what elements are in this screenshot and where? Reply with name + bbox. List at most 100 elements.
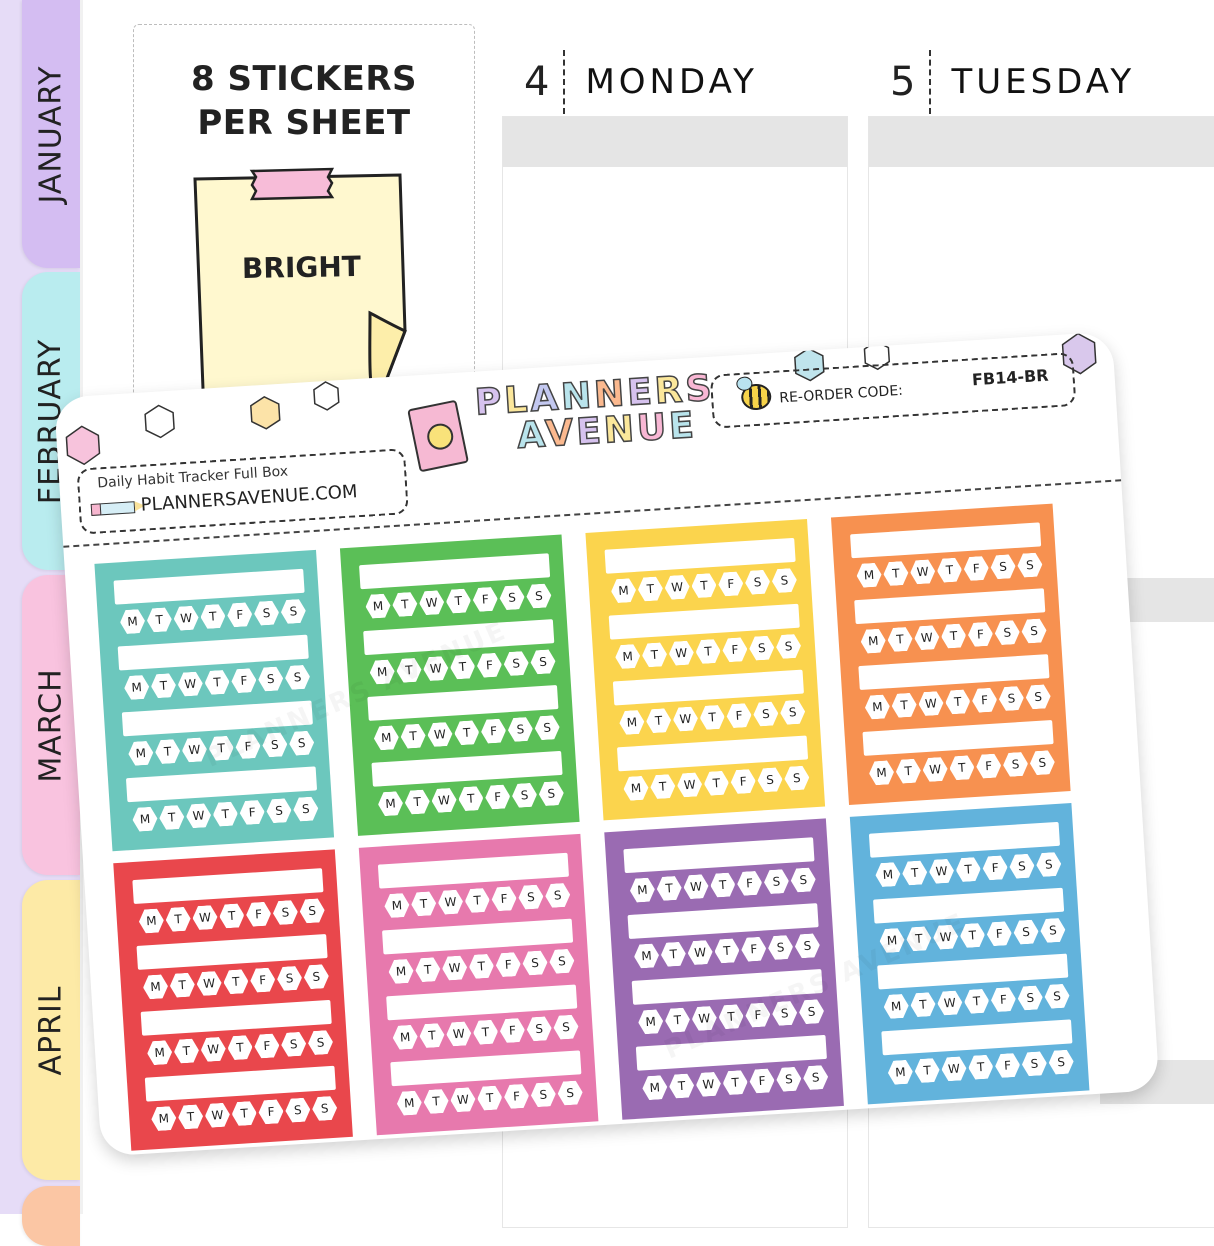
weekday-hex[interactable]: T [695,639,721,665]
habit-name-field[interactable] [873,887,1065,924]
weekday-hex[interactable]: S [293,796,319,822]
habit-name-field[interactable] [623,837,815,874]
weekday-hex[interactable]: T [204,670,230,696]
weekday-hex[interactable]: T [146,607,172,633]
weekday-hex[interactable]: S [299,898,325,924]
weekday-hex[interactable]: S [1017,985,1043,1011]
weekday-hex[interactable]: T [173,1038,199,1064]
weekday-hex[interactable]: T [660,942,686,968]
weekday-hex[interactable]: S [803,1065,829,1091]
weekday-hex[interactable]: W [177,671,203,697]
habit-name-field[interactable] [367,685,559,721]
weekday-hex[interactable]: S [280,599,306,625]
weekday-hex[interactable]: T [404,789,430,815]
weekday-hex[interactable]: S [990,554,1016,580]
weekday-hex[interactable]: T [945,689,971,715]
weekday-hex[interactable]: T [177,1104,203,1130]
habit-name-field[interactable] [850,522,1042,559]
weekday-hex[interactable]: F [485,784,511,810]
weekday-hex[interactable]: F [745,1002,771,1028]
weekday-hex[interactable]: T [656,876,682,902]
weekday-hex[interactable]: F [736,871,762,897]
weekday-hex[interactable]: M [615,644,641,670]
habit-name-field[interactable] [140,999,332,1036]
weekday-hex[interactable]: W [691,1006,717,1032]
weekday-hex[interactable]: S [744,569,770,595]
weekday-hex[interactable]: W [437,889,463,915]
weekday-hex[interactable]: T [883,561,909,587]
weekday-hex[interactable]: F [726,703,752,729]
weekday-hex[interactable]: S [503,651,529,677]
weekday-hex[interactable]: M [119,609,145,635]
habit-name-field[interactable] [386,984,578,1021]
weekday-hex[interactable]: W [431,788,457,814]
weekday-hex[interactable]: S [757,767,783,793]
weekday-hex[interactable]: M [142,974,168,1000]
weekday-hex[interactable]: F [994,1053,1020,1079]
weekday-hex[interactable]: S [530,1082,556,1108]
tab-april[interactable]: APRIL [22,880,80,1180]
weekday-hex[interactable]: W [185,803,211,829]
weekday-hex[interactable]: T [415,957,441,983]
weekday-hex[interactable]: M [396,1090,422,1116]
habit-name-field[interactable] [359,553,551,590]
weekday-hex[interactable]: F [730,769,756,795]
weekday-hex[interactable]: S [775,634,801,660]
weekday-hex[interactable]: T [231,1101,257,1127]
weekday-hex[interactable]: T [646,708,672,734]
habit-name-field[interactable] [881,1019,1073,1056]
weekday-hex[interactable]: F [963,556,989,582]
weekday-hex[interactable]: T [887,627,913,653]
weekday-hex[interactable]: T [664,1007,690,1033]
weekday-hex[interactable]: S [553,1014,579,1040]
weekday-hex[interactable]: T [212,801,238,827]
weekday-hex[interactable]: S [311,1096,337,1122]
weekday-hex[interactable]: S [784,765,810,791]
weekday-hex[interactable]: T [963,989,989,1015]
weekday-hex[interactable]: W [910,559,936,585]
weekday-hex[interactable]: F [254,1033,280,1059]
weekday-hex[interactable]: S [1036,852,1062,878]
weekday-hex[interactable]: W [192,905,218,931]
weekday-hex[interactable]: S [549,949,575,975]
habit-name-field[interactable] [868,821,1061,858]
weekday-hex[interactable]: F [741,936,767,962]
weekday-hex[interactable]: F [227,602,253,628]
weekday-hex[interactable]: M [369,659,395,685]
weekday-hex[interactable]: M [392,1025,418,1051]
weekday-hex[interactable]: T [227,1035,253,1061]
weekday-hex[interactable]: T [472,1019,498,1045]
weekday-hex[interactable]: W [683,874,709,900]
habit-name-field[interactable] [604,537,796,574]
weekday-hex[interactable]: S [526,583,552,609]
weekday-hex[interactable]: T [223,969,249,995]
weekday-hex[interactable]: S [507,717,533,743]
weekday-hex[interactable]: T [668,1073,694,1099]
weekday-hex[interactable]: M [388,959,414,985]
weekday-hex[interactable]: S [307,1030,333,1056]
weekday-hex[interactable]: T [392,592,418,618]
weekday-hex[interactable]: T [895,758,921,784]
weekday-hex[interactable]: M [373,725,399,751]
weekday-hex[interactable]: T [718,1004,744,1030]
weekday-hex[interactable]: S [749,635,775,661]
weekday-hex[interactable]: M [151,1106,177,1132]
weekday-hex[interactable]: S [771,568,797,594]
weekday-hex[interactable]: T [400,723,426,749]
weekday-hex[interactable]: S [272,900,298,926]
weekday-hex[interactable]: W [423,656,449,682]
weekday-hex[interactable]: S [534,715,560,741]
weekday-hex[interactable]: S [262,732,288,758]
weekday-hex[interactable]: T [714,938,740,964]
weekday-hex[interactable]: F [491,886,517,912]
weekday-hex[interactable]: S [281,1032,307,1058]
weekday-hex[interactable]: M [128,741,154,767]
weekday-hex[interactable]: T [165,907,191,933]
weekday-hex[interactable]: M [138,908,164,934]
weekday-hex[interactable]: M [642,1075,668,1101]
weekday-hex[interactable]: T [968,1054,994,1080]
